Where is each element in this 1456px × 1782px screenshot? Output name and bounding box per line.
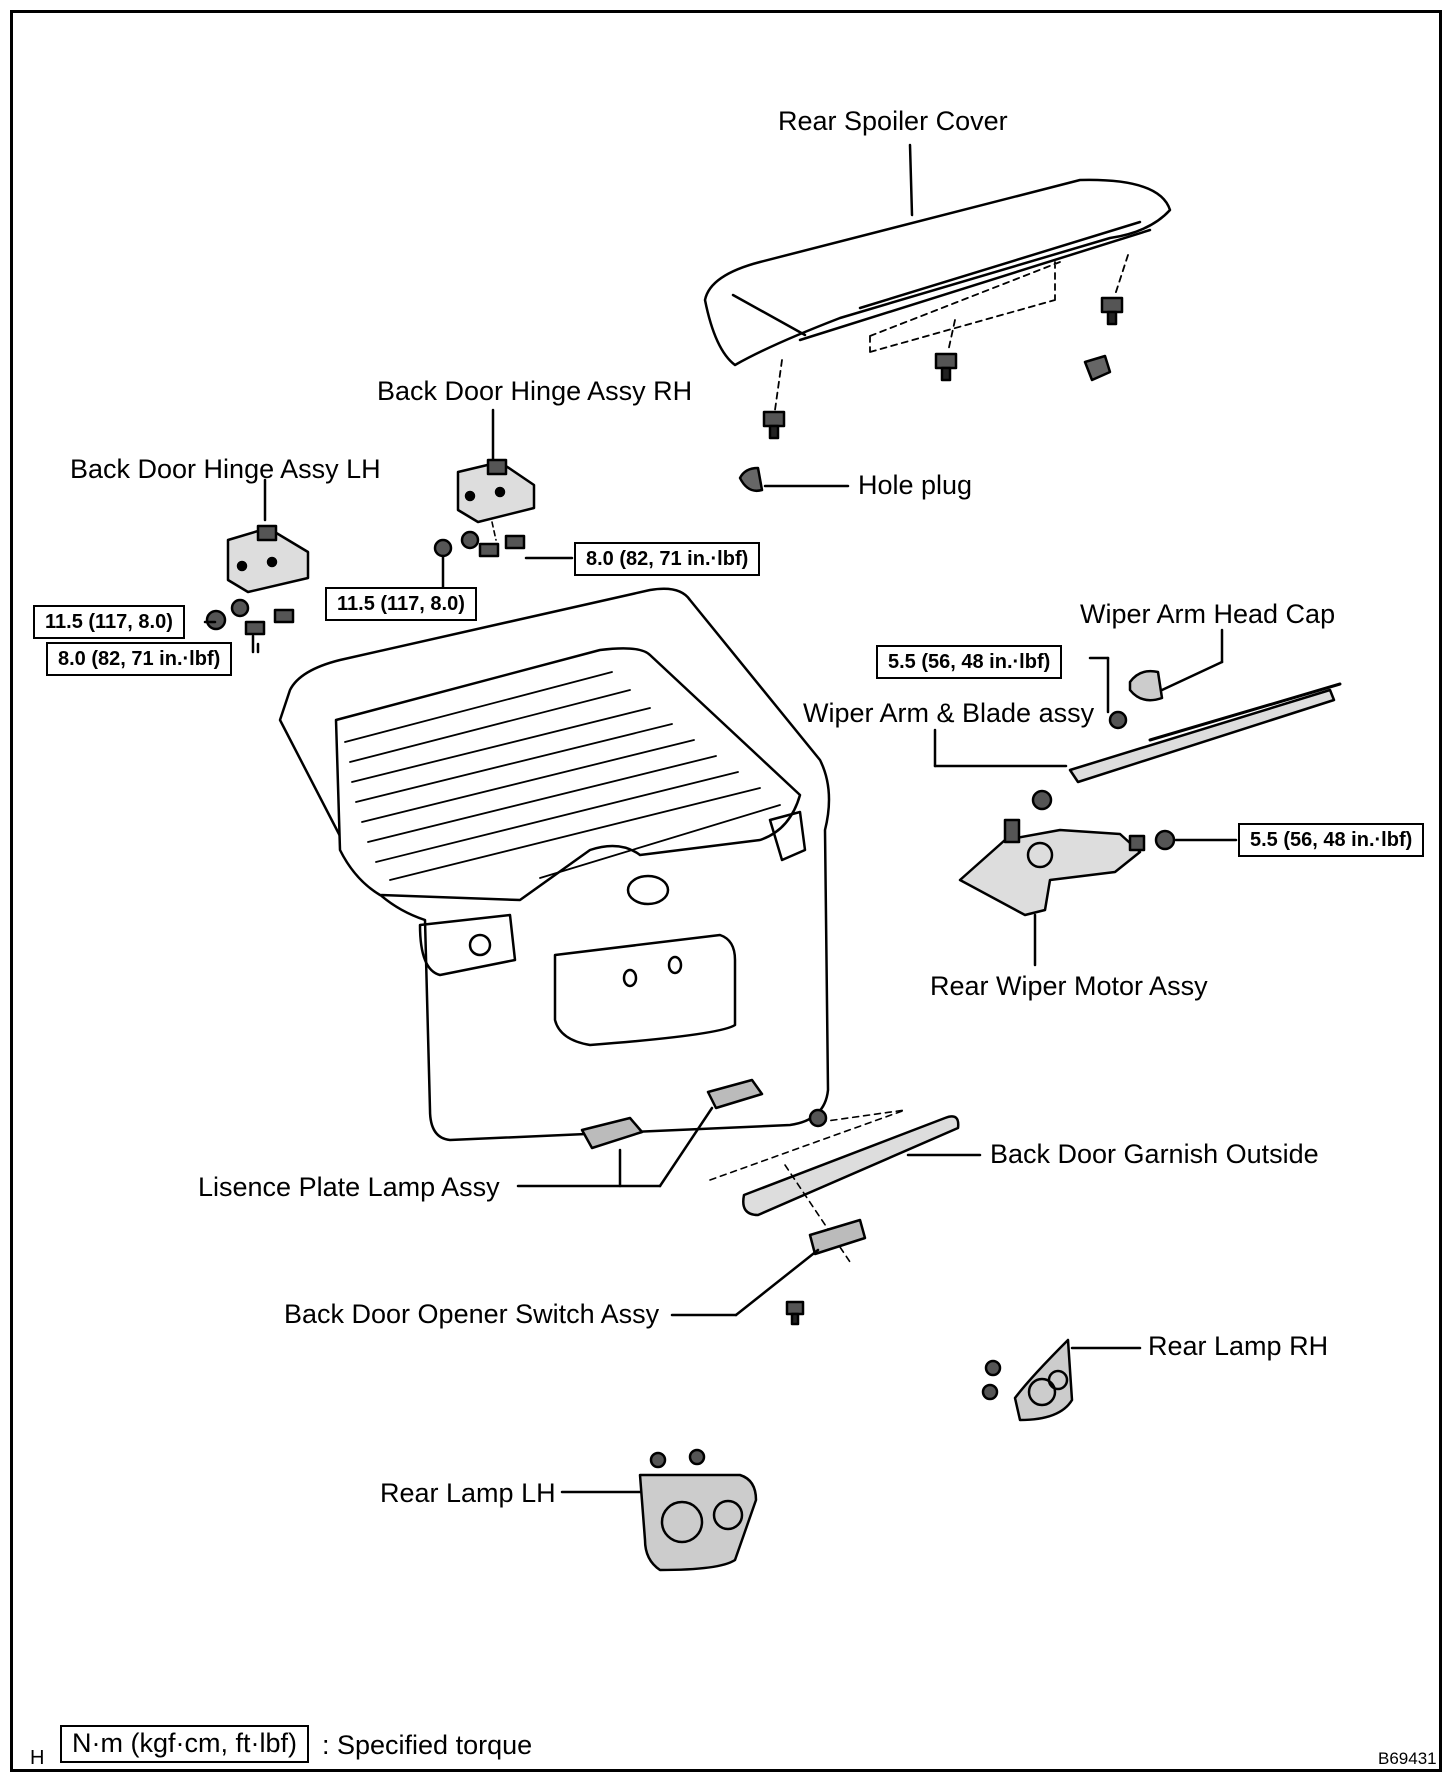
diagram-frame <box>10 10 1442 1772</box>
legend-torque-box: N·m (kgf·cm, ft·lbf) <box>60 1725 309 1763</box>
torque-hinge-lh-nut: 11.5 (117, 8.0) <box>33 605 185 639</box>
label-back-door-garnish: Back Door Garnish Outside <box>990 1139 1319 1169</box>
rear-spoiler-cover-drawing <box>703 143 1172 367</box>
label-hole-plug: Hole plug <box>858 470 973 500</box>
torque-wiper-motor-nut: 5.5 (56, 48 in.·lbf) <box>1238 823 1425 857</box>
spoiler-screw-2 <box>934 319 958 382</box>
hinge-rh-drawing <box>433 408 574 610</box>
label-back-door-hinge-rh: Back Door Hinge Assy RH <box>377 376 693 406</box>
label-rear-lamp-rh: Rear Lamp RH <box>1148 1331 1329 1361</box>
label-license-plate-lamp: Lisence Plate Lamp Assy <box>198 1172 500 1202</box>
rear-lamp-lh-drawing <box>560 1448 758 1572</box>
rear-lamp-rh-drawing <box>981 1338 1142 1422</box>
label-rear-spoiler-cover: Rear Spoiler Cover <box>778 106 1008 136</box>
wiper-motor-drawing <box>958 818 1238 967</box>
torque-wiper-arm-nut: 5.5 (56, 48 in.·lbf) <box>876 645 1063 679</box>
back-door-drawing <box>278 587 831 1142</box>
spoiler-clip <box>1083 354 1112 382</box>
license-plate-lamps-drawing <box>516 1078 764 1188</box>
figure-code: B69431 <box>1378 1749 1437 1768</box>
torque-hinge-rh-nut: 11.5 (117, 8.0) <box>325 587 477 621</box>
back-door-garnish-drawing <box>709 1108 982 1263</box>
legend-letter: H <box>30 1747 45 1769</box>
hole-plug-drawing <box>738 466 850 492</box>
opener-switch-drawing <box>670 1218 867 1326</box>
label-back-door-hinge-lh: Back Door Hinge Assy LH <box>70 454 381 484</box>
label-rear-lamp-lh: Rear Lamp LH <box>380 1478 556 1508</box>
spoiler-screw-1 <box>762 359 786 440</box>
hinge-lh-drawing <box>203 478 310 654</box>
legend-text: : Specified torque <box>322 1730 533 1760</box>
wiper-head-cap-drawing <box>1128 628 1224 702</box>
wiper-arm-drawing <box>933 656 1342 811</box>
torque-hinge-rh-bolt: 8.0 (82, 71 in.·lbf) <box>574 542 761 576</box>
label-wiper-arm-blade: Wiper Arm & Blade assy <box>803 698 1095 728</box>
label-wiper-arm-head-cap: Wiper Arm Head Cap <box>1080 599 1336 629</box>
label-back-door-opener-switch: Back Door Opener Switch Assy <box>284 1299 660 1329</box>
spoiler-screw-3 <box>1100 254 1129 326</box>
label-rear-wiper-motor: Rear Wiper Motor Assy <box>930 971 1208 1001</box>
torque-hinge-lh-bolt: 8.0 (82, 71 in.·lbf) <box>46 642 233 676</box>
